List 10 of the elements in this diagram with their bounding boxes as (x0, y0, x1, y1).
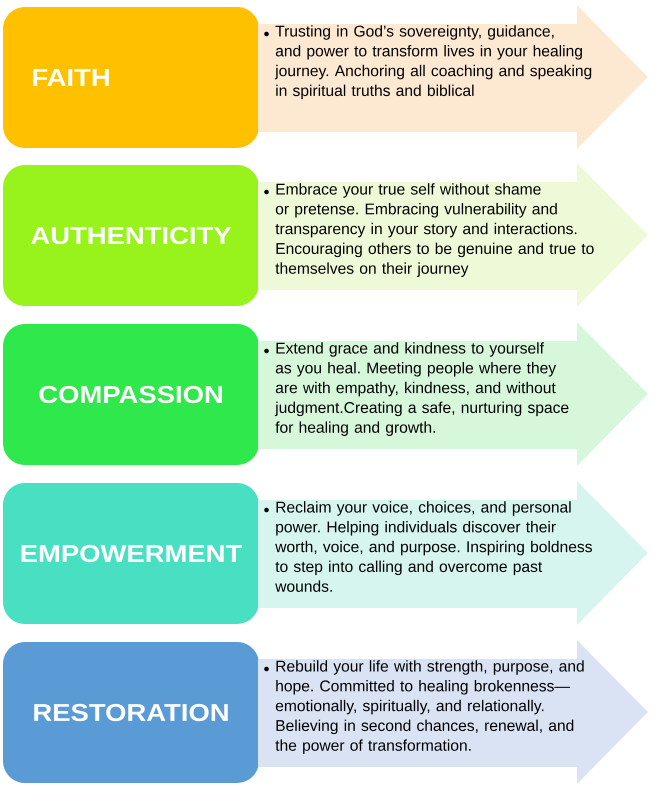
arrow-banner: Rebuild your life with strength, purpose, and hope. Committed to healing brokenness—emotionally, spiritually, and relationally. Believing in second chances, renewal, and the power of transformation. (258, 640, 648, 784)
arrow-banner: Embrace your true self without shame or pretense. Embracing vulnerability and transparency in your story and interactions. Encouraging others to be genuine and true to themselves on their journey (258, 163, 648, 307)
arrow-banner: Trusting in God’s sovereignty, guidance, and power to transform lives in your healing journey. Anchoring all coaching and speaking in spiritual truths and biblical (258, 5, 648, 149)
heading-box: AUTHENTICITY (3, 165, 259, 306)
arrow-banner: Reclaim your voice, choices, and personal power. Helping individuals discover their worth, voice, and purpose. Inspiring boldness to step into calling and overcome past wounds. (258, 481, 648, 625)
heading-box: COMPASSION (3, 324, 259, 465)
heading-box: FAITH (3, 7, 259, 148)
arrow-banner: Extend grace and kindness to yourself as you heal. Meeting people where they are with empathy, kindness, and without judgment.Creating a safe, nurturing space for healing and growth. (258, 322, 648, 466)
heading-box: RESTORATION (3, 642, 259, 783)
heading-box: EMPOWERMENT (3, 483, 259, 624)
